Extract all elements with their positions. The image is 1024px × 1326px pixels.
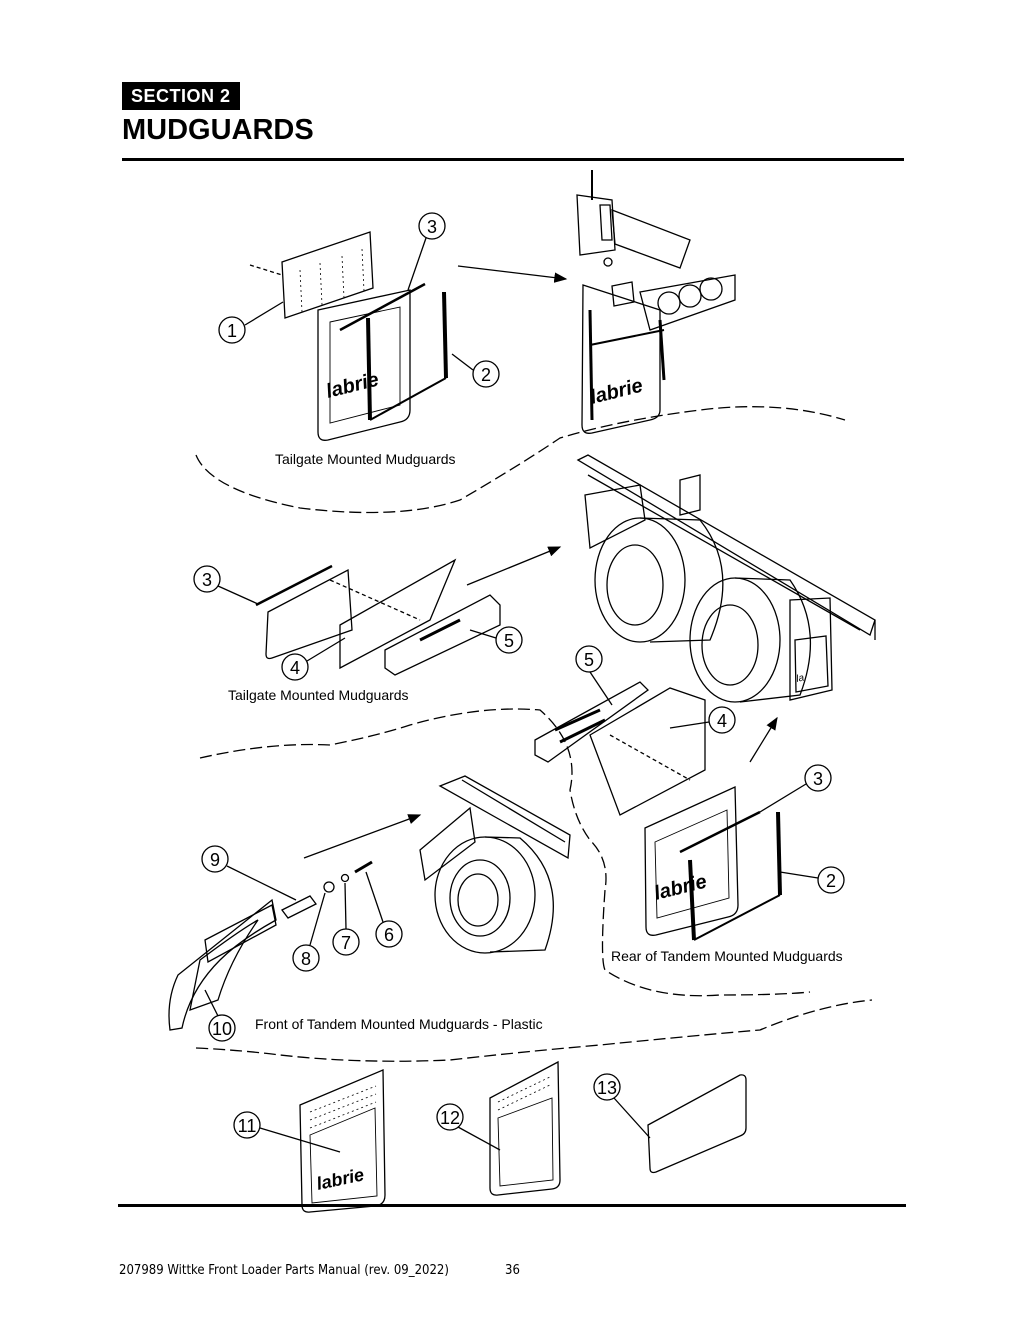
section-divider-2 [199, 708, 811, 997]
footer-doc-title: 207989 Wittke Front Loader Parts Manual … [119, 1263, 449, 1278]
callout-4a [281, 637, 346, 681]
section-divider-1 [195, 406, 846, 514]
callout-5a-number: 5 [504, 631, 514, 651]
callout-12-number: 12 [440, 1108, 460, 1128]
assembly-arrow [457, 265, 568, 283]
callout-5a [469, 626, 523, 654]
callout-7-number: 7 [341, 933, 351, 953]
callout-2a [451, 353, 500, 388]
callout-4a-number: 4 [290, 658, 300, 678]
callout-2a-number: 2 [481, 365, 491, 385]
callout-3b [193, 565, 259, 605]
callout-5b [575, 645, 613, 706]
callout-8 [292, 892, 326, 972]
page-title: MUDGUARDS [122, 114, 314, 146]
callout-7 [332, 882, 360, 956]
callout-3a [407, 212, 446, 291]
callout-2b-number: 2 [826, 871, 836, 891]
footer-page-number: 36 [505, 1263, 520, 1278]
callout-8-number: 8 [301, 949, 311, 969]
tailgate-exploded-group: labrie [249, 231, 568, 441]
washer-part-8 [323, 881, 335, 893]
tailgate-assembled-group: labrie [576, 170, 736, 434]
labrie-logo: labrie [324, 369, 381, 403]
callout-3c [759, 764, 832, 813]
tailgate-mid-exploded-group [255, 546, 562, 676]
replacement-flaps-group: labrie [299, 1060, 747, 1213]
callout-3b-number: 3 [202, 570, 212, 590]
labrie-logo-bottom: labrie [315, 1164, 366, 1194]
callout-10 [204, 989, 236, 1042]
section-divider-3 [195, 999, 873, 1062]
callout-4b [669, 706, 736, 734]
callout-6-number: 6 [384, 925, 394, 945]
tandem-frame-group: la [576, 454, 876, 703]
callout-11-number: 11 [238, 1116, 257, 1136]
nut-part-7 [340, 873, 350, 883]
header-rule [122, 158, 904, 161]
callout-6 [365, 871, 403, 948]
callout-13-number: 13 [597, 1078, 617, 1098]
bolt-part-6 [354, 860, 373, 874]
rear-tandem-exploded-group: labrie [534, 681, 782, 941]
section-badge: SECTION 2 [122, 82, 240, 110]
callout-3c-number: 3 [813, 769, 823, 789]
callout-1-number: 1 [227, 321, 237, 341]
callout-1 [218, 301, 284, 344]
labrie-logo-assembled: labrie [588, 375, 645, 409]
callout-9-number: 9 [210, 850, 220, 870]
mounting-plate-part-1 [281, 231, 374, 319]
caption-tailgate-mid: Tailgate Mounted Mudguards [228, 687, 409, 703]
callout-12 [436, 1103, 501, 1151]
labrie-logo-rear: labrie [652, 871, 709, 905]
callouts [193, 212, 845, 1153]
callout-9 [201, 845, 297, 901]
callout-10-number: 10 [212, 1019, 232, 1039]
callout-13 [593, 1073, 651, 1139]
spacer-part-9 [281, 895, 317, 919]
front-tandem-group [168, 775, 571, 1031]
callout-3a-number: 3 [427, 217, 437, 237]
footer-rule [118, 1204, 906, 1207]
callout-5b-number: 5 [584, 650, 594, 670]
caption-front-tandem: Front of Tandem Mounted Mudguards - Plas… [255, 1016, 543, 1032]
svg-text:la: la [795, 672, 805, 684]
callout-2b [779, 866, 845, 894]
caption-rear-tandem: Rear of Tandem Mounted Mudguards [611, 948, 843, 964]
tailgate-mudflap [317, 289, 411, 441]
caption-tailgate-top: Tailgate Mounted Mudguards [275, 451, 456, 467]
callout-4b-number: 4 [717, 711, 727, 731]
callout-11 [233, 1111, 341, 1153]
assembled-mudflap [581, 284, 661, 434]
